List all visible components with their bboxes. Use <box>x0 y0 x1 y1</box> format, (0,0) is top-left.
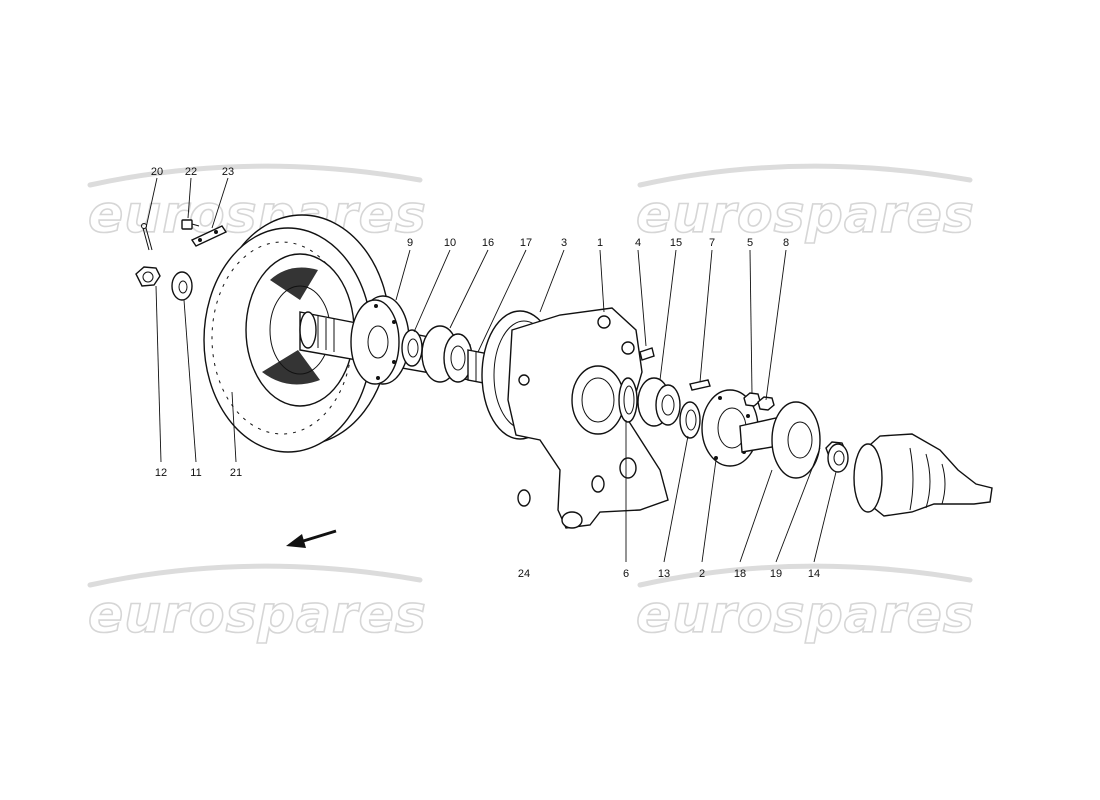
part-9-hub-flange <box>350 295 410 385</box>
callout-14: 14 <box>808 568 820 580</box>
part-cv-joint-driveshaft <box>853 433 993 517</box>
callout-21: 21 <box>230 467 242 479</box>
callout-16: 16 <box>482 237 494 249</box>
part-12-castle-nut <box>135 266 161 287</box>
callout-3: 3 <box>561 237 567 249</box>
callout-15: 15 <box>670 237 682 249</box>
callout-22: 22 <box>185 166 197 178</box>
svg-text:eurospares: eurospares <box>88 585 427 645</box>
callout-24: 24 <box>518 568 530 580</box>
callout-8: 8 <box>783 237 789 249</box>
watermark-top-left: eurospares <box>87 163 427 246</box>
callout-4: 4 <box>635 237 641 249</box>
part-14-seal <box>827 443 849 473</box>
part-13-seal <box>679 401 701 439</box>
part-15-bearing <box>637 377 681 427</box>
part-5-nut <box>743 392 761 407</box>
callout-6: 6 <box>623 568 629 580</box>
part-4-stud <box>639 347 655 361</box>
callout-7: 7 <box>709 237 715 249</box>
part-23-plate <box>190 225 228 247</box>
callout-2: 2 <box>699 568 705 580</box>
watermark-bottom-right: eurospares <box>635 563 975 646</box>
part-8-nut <box>757 396 775 411</box>
callout-19: 19 <box>770 568 782 580</box>
callout-9: 9 <box>407 237 413 249</box>
part-16-bearing <box>421 325 473 383</box>
watermark-bottom-left: eurospares <box>87 563 427 646</box>
callout-11: 11 <box>190 467 201 479</box>
callout-20: 20 <box>151 166 163 178</box>
callout-5: 5 <box>747 237 753 249</box>
part-11-washer <box>171 271 193 301</box>
svg-text:eurospares: eurospares <box>88 185 427 245</box>
callout-17: 17 <box>520 237 532 249</box>
part-6-circlip <box>618 377 638 423</box>
part-18-drive-flange <box>739 401 821 479</box>
callout-23: 23 <box>222 166 234 178</box>
part-24-plug <box>517 489 531 507</box>
svg-text:eurospares: eurospares <box>636 585 975 645</box>
callout-12: 12 <box>155 467 167 479</box>
leader-lines <box>145 177 837 563</box>
direction-arrow-icon <box>286 529 337 548</box>
callout-10: 10 <box>444 237 456 249</box>
part-7-stud <box>689 379 711 391</box>
part-22-bolt <box>181 219 200 230</box>
part-21-brake-disc <box>203 214 391 453</box>
callout-13: 13 <box>658 568 670 580</box>
part-10-seal <box>401 329 423 367</box>
callout-1: 1 <box>597 237 603 249</box>
watermark-top-right: eurospares <box>635 163 975 246</box>
callout-labels: 20 22 23 9 10 16 17 3 1 4 15 7 5 8 12 11… <box>151 166 820 580</box>
callout-18: 18 <box>734 568 746 580</box>
svg-text:eurospares: eurospares <box>636 185 975 245</box>
part-1-hub-carrier <box>507 307 669 529</box>
